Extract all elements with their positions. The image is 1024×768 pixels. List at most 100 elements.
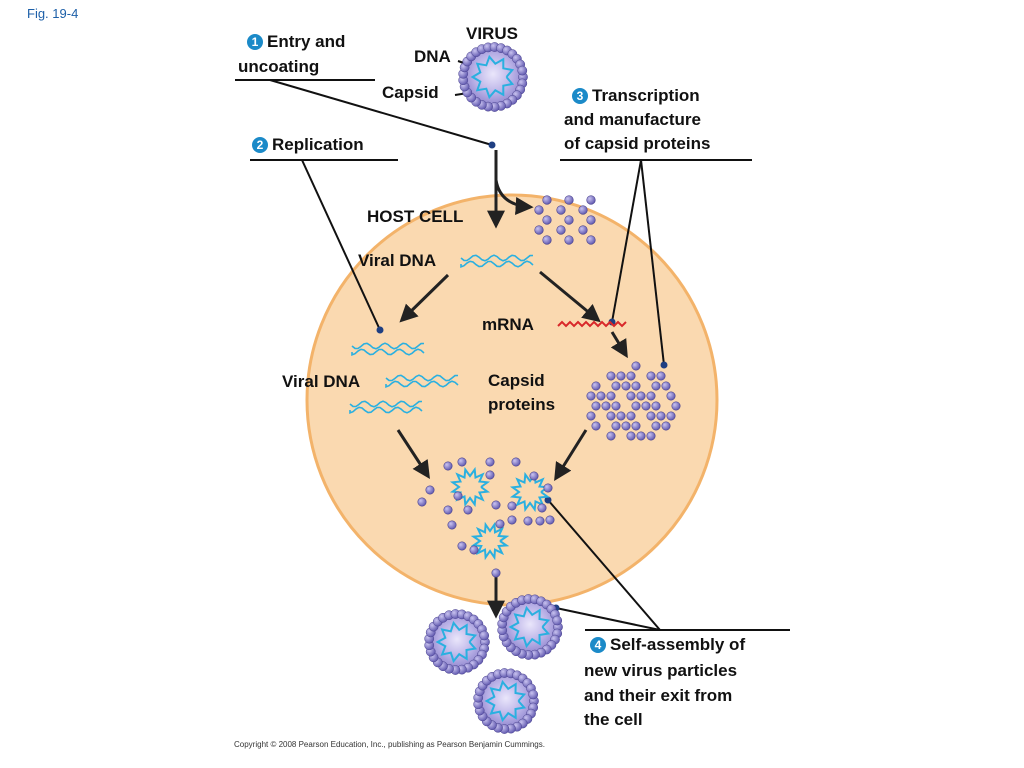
step-1-badge: 1 <box>247 34 263 50</box>
capsid-protein <box>529 471 539 481</box>
step-3-line-2: and manufacture <box>564 110 701 129</box>
capsid-protein <box>651 421 661 431</box>
capsid-protein <box>611 421 621 431</box>
step-2-badge: 2 <box>252 137 268 153</box>
mrna-strand <box>557 320 627 328</box>
virus-particle <box>497 594 563 660</box>
capsid-protein <box>511 457 521 467</box>
viral-dna-strand <box>349 400 423 414</box>
capsid-proteins-label-1: Capsid <box>488 371 545 390</box>
capsid-protein <box>542 195 552 205</box>
viral-dna-strand <box>385 374 459 388</box>
capsid-protein <box>457 457 467 467</box>
capsid-protein <box>611 381 621 391</box>
capsid-protein <box>491 568 501 578</box>
host-cell-label: HOST CELL <box>367 207 464 226</box>
capsid-protein <box>661 381 671 391</box>
capsid-protein <box>621 381 631 391</box>
capsid-protein <box>656 411 666 421</box>
capsid-protein <box>606 391 616 401</box>
capsid-protein <box>485 470 495 480</box>
capsid-protein <box>556 225 566 235</box>
capsid-protein <box>543 483 553 493</box>
capsid-protein <box>534 205 544 215</box>
leader-lines <box>269 60 665 631</box>
capsid-protein <box>646 371 656 381</box>
capsid-protein <box>507 501 517 511</box>
capsid-protein <box>447 520 457 530</box>
capsid-protein <box>586 411 596 421</box>
capsid-protein <box>535 516 545 526</box>
step-underlines <box>235 79 790 631</box>
step-3-badge: 3 <box>572 88 588 104</box>
capsid-protein <box>626 391 636 401</box>
virus-particle <box>473 668 539 734</box>
capsid-protein <box>523 516 533 526</box>
capsid-proteins-label-2: proteins <box>488 395 556 414</box>
flow-arrows <box>396 150 628 619</box>
capsid-protein <box>556 205 566 215</box>
step-3-line-3: of capsid proteins <box>564 134 711 153</box>
capsid-protein <box>578 205 588 215</box>
capsid-protein <box>606 371 616 381</box>
viral-dna-label-left: Viral DNA <box>282 372 361 391</box>
step-4-line-4: the cell <box>584 710 643 729</box>
capsid-protein <box>537 503 547 513</box>
virion-group <box>424 42 563 734</box>
dna-label: DNA <box>414 47 451 66</box>
capsid-protein <box>469 545 479 555</box>
viral-dna-group <box>349 254 534 414</box>
capsid-protein <box>578 225 588 235</box>
assembling-dna <box>509 471 551 513</box>
capsid-protein <box>586 391 596 401</box>
capsid-protein <box>443 505 453 515</box>
capsid-protein <box>425 485 435 495</box>
capsid-protein <box>606 411 616 421</box>
viral-dna-strand <box>460 254 534 268</box>
capsid-protein <box>443 461 453 471</box>
capsid-protein <box>646 391 656 401</box>
capsid-label: Capsid <box>382 83 439 102</box>
capsid-protein <box>534 225 544 235</box>
capsid-protein <box>631 381 641 391</box>
virus-particle <box>424 609 490 675</box>
capsid-protein <box>616 371 626 381</box>
capsid-protein-group <box>534 195 681 441</box>
capsid-protein <box>453 491 463 501</box>
capsid-protein <box>586 195 596 205</box>
capsid-protein <box>417 497 427 507</box>
capsid-protein <box>457 541 467 551</box>
capsid-protein <box>656 371 666 381</box>
capsid-protein <box>542 235 552 245</box>
capsid-protein <box>601 401 611 411</box>
viral-dna-label-top: Viral DNA <box>358 251 437 270</box>
capsid-protein <box>485 457 495 467</box>
capsid-protein <box>646 431 656 441</box>
capsid-protein <box>626 371 636 381</box>
capsid-protein <box>621 421 631 431</box>
capsid-protein <box>666 391 676 401</box>
step-4-line-2: new virus particles <box>584 661 738 680</box>
capsid-protein <box>591 421 601 431</box>
capsid-protein <box>495 519 505 529</box>
capsid-protein <box>661 421 671 431</box>
capsid-protein <box>611 401 621 411</box>
assembling-dna <box>449 466 491 508</box>
figure-label: Fig. 19-4 <box>27 6 79 21</box>
assembling-dna <box>470 521 510 561</box>
capsid-protein <box>545 515 555 525</box>
capsid-protein <box>646 411 656 421</box>
capsid-protein <box>616 411 626 421</box>
capsid-protein <box>586 235 596 245</box>
virus-particle <box>458 42 528 112</box>
capsid-protein <box>463 505 473 515</box>
copyright-notice: Copyright © 2008 Pearson Education, Inc.… <box>234 740 545 749</box>
step-4-line-3: and their exit from <box>584 686 733 705</box>
mrna-label: mRNA <box>482 315 534 334</box>
capsid-protein <box>631 361 641 371</box>
capsid-protein <box>564 235 574 245</box>
